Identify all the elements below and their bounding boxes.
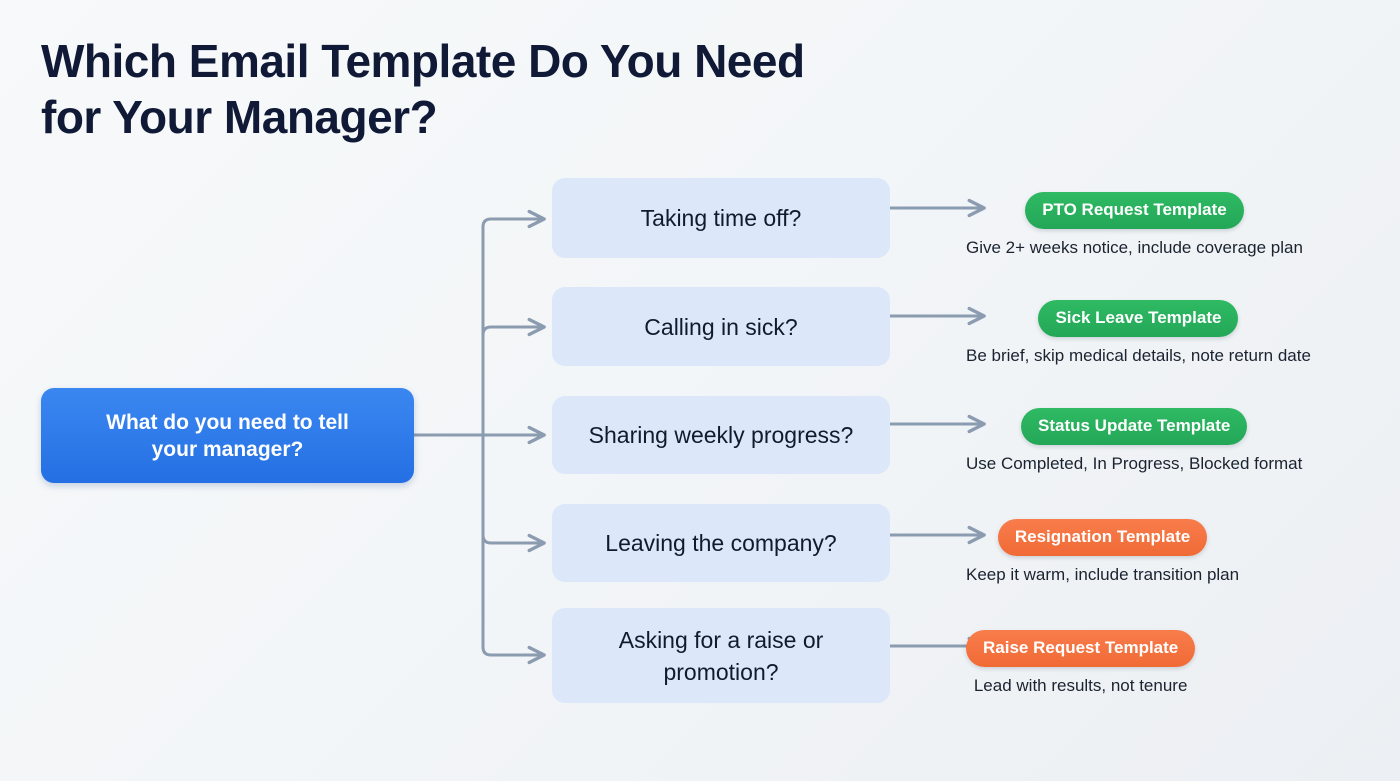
template-pill-2[interactable]: Sick Leave Template <box>1038 300 1239 337</box>
outcome-4: Resignation Template Keep it warm, inclu… <box>966 519 1239 586</box>
page-title: Which Email Template Do You Need for You… <box>41 35 805 143</box>
template-tip-2: Be brief, skip medical details, note ret… <box>966 346 1311 365</box>
branch-box-4[interactable]: Leaving the company? <box>552 504 890 582</box>
template-tip-1: Give 2+ weeks notice, include coverage p… <box>966 238 1303 257</box>
template-tip-4: Keep it warm, include transition plan <box>966 565 1240 584</box>
branch-question-2: Calling in sick? <box>644 313 798 340</box>
connector-branch-2 <box>481 317 546 337</box>
template-pill-3[interactable]: Status Update Template <box>1020 408 1248 445</box>
outcome-1: PTO Request Template Give 2+ weeks notic… <box>966 192 1303 259</box>
connector-branch-1 <box>481 209 546 229</box>
template-pill-5[interactable]: Raise Request Template <box>966 630 1196 667</box>
connector-branch-4 <box>481 533 546 553</box>
root-node-label: What do you need to tell your manager? <box>106 410 349 461</box>
branch-question-1: Taking time off? <box>640 205 802 231</box>
root-node[interactable]: What do you need to tell your manager? <box>41 388 414 483</box>
branch-box-5[interactable]: Asking for a raise or promotion? <box>552 608 890 703</box>
branch-box-2[interactable]: Calling in sick? <box>552 287 890 366</box>
branch-box-3[interactable]: Sharing weekly progress? <box>552 396 890 474</box>
template-pill-1[interactable]: PTO Request Template <box>1025 192 1244 229</box>
connector-branch-5 <box>481 645 546 665</box>
branch-question-5: Asking for a raise or promotion? <box>618 626 824 685</box>
template-tip-5: Lead with results, not tenure <box>973 676 1188 695</box>
outcome-2: Sick Leave Template Be brief, skip medic… <box>966 300 1311 367</box>
template-tip-3: Use Completed, In Progress, Blocked form… <box>966 454 1303 473</box>
branch-question-4: Leaving the company? <box>605 530 837 556</box>
outcome-3: Status Update Template Use Completed, In… <box>966 408 1302 475</box>
template-pill-4[interactable]: Resignation Template <box>997 519 1208 556</box>
branch-box-1[interactable]: Taking time off? <box>552 178 890 258</box>
outcome-5: Raise Request Template Lead with results… <box>966 630 1196 697</box>
branch-question-3: Sharing weekly progress? <box>588 422 854 448</box>
